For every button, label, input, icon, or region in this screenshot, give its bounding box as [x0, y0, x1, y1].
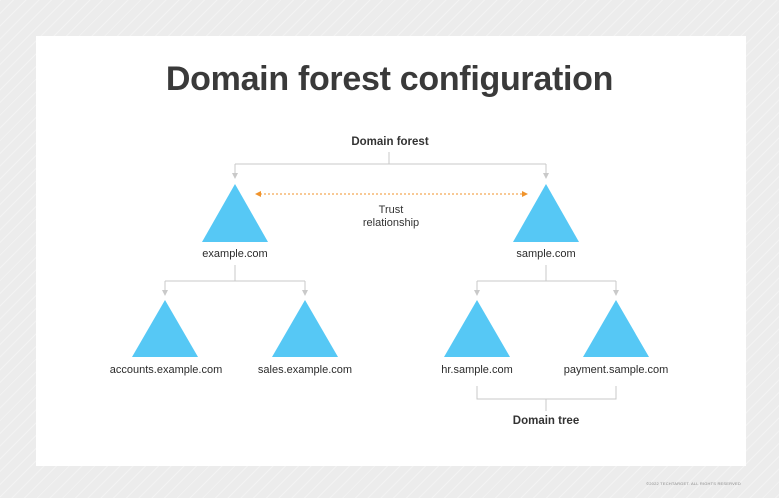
example-tree-connector: [162, 265, 308, 296]
triangle-payment: [583, 300, 649, 357]
domain-hr-label: hr.sample.com: [441, 364, 513, 376]
domain-example-label: example.com: [202, 248, 268, 260]
trust-label-line1: Trust: [378, 204, 404, 216]
triangle-example: [202, 184, 268, 242]
domain-sample-label: sample.com: [516, 248, 576, 260]
domain-tree-label: Domain tree: [512, 415, 580, 427]
triangle-accounts: [132, 300, 198, 357]
trust-label-line2: relationship: [362, 217, 420, 229]
triangle-hr: [444, 300, 510, 357]
domain-accounts-label: accounts.example.com: [109, 364, 223, 376]
forest-connector: [232, 152, 549, 179]
diagram-title: Domain forest configuration: [165, 60, 614, 98]
domain-sales-label: sales.example.com: [257, 364, 353, 376]
domain-forest-label: Domain forest: [351, 136, 429, 148]
domain-tree-bracket: [476, 386, 617, 411]
copyright-notice: ©2022 TECHTARGET. ALL RIGHTS RESERVED: [646, 481, 741, 486]
domain-payment-label: payment.sample.com: [563, 364, 669, 376]
triangle-sample: [513, 184, 579, 242]
triangle-sales: [272, 300, 338, 357]
diagram-card: [36, 36, 746, 466]
sample-tree-connector: [474, 265, 619, 296]
trust-relationship-label: Trust relationship: [363, 204, 419, 230]
